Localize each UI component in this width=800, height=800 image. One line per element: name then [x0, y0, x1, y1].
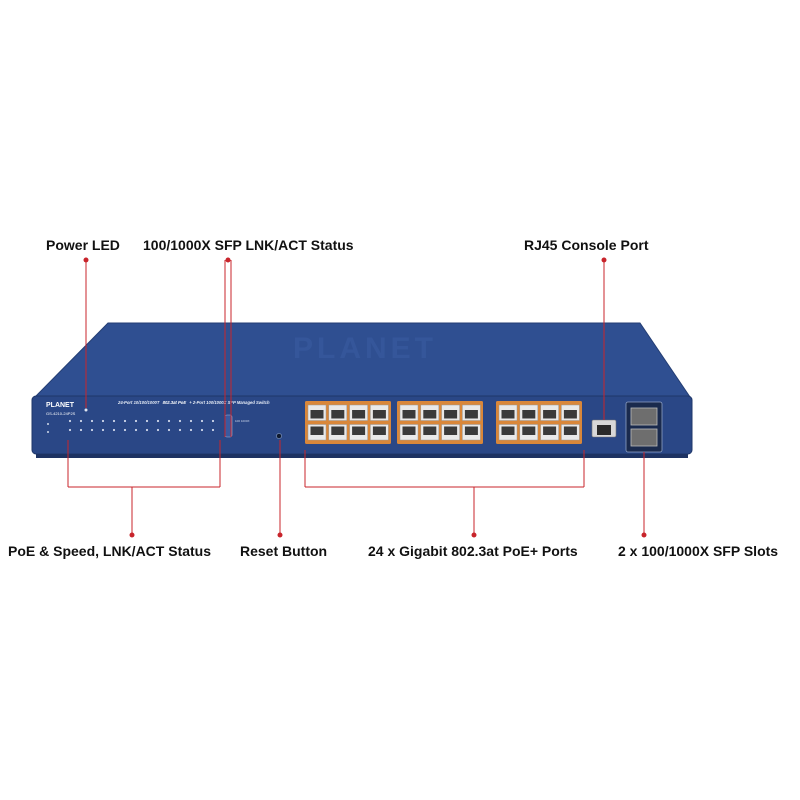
rj45-port-socket	[423, 410, 437, 419]
rj45-port-socket	[501, 410, 515, 419]
chassis-top	[35, 323, 690, 397]
sfp-slot-2[interactable]	[630, 428, 658, 447]
status-led	[79, 419, 83, 423]
status-led	[112, 419, 116, 423]
callout-lines	[67, 257, 647, 538]
rj45-port-socket	[522, 426, 536, 435]
callout-dot	[129, 532, 135, 538]
rj45-port-socket	[402, 410, 416, 419]
status-led	[200, 419, 204, 423]
port-group-frame	[397, 401, 483, 444]
model-number: GS-4210-24P2S	[46, 411, 76, 416]
led-legend-dot	[47, 423, 49, 425]
status-led	[178, 419, 182, 423]
console-port-socket	[597, 425, 611, 435]
rj45-port-socket	[352, 426, 366, 435]
status-led	[101, 428, 105, 432]
rj45-port-socket	[331, 410, 345, 419]
chassis-watermark: PLANET	[293, 332, 437, 365]
front-panel-labels: PLANET GS-4210-24P2S 24-Port 10/100/1000…	[46, 400, 270, 416]
label-sfp-status: 100/1000X SFP LNK/ACT Status	[143, 237, 354, 253]
status-led	[123, 419, 127, 423]
rj45-port-socket	[501, 426, 515, 435]
rj45-port-socket	[543, 410, 557, 419]
rj45-port-socket	[522, 410, 536, 419]
rj45-port-socket	[464, 426, 478, 435]
status-led-panel	[47, 408, 215, 433]
reset-button[interactable]	[276, 433, 282, 439]
status-led	[101, 419, 105, 423]
status-led	[189, 428, 193, 432]
rj45-port-socket	[372, 410, 386, 419]
label-sfp-slots: 2 x 100/1000X SFP Slots	[618, 543, 779, 559]
status-led	[68, 428, 72, 432]
status-led	[156, 428, 160, 432]
sfp-slot-cage	[625, 401, 663, 453]
status-led	[178, 428, 182, 432]
status-led	[145, 428, 149, 432]
chassis-bottom-edge	[36, 454, 688, 458]
led-legend-dot	[47, 431, 49, 433]
status-led	[134, 419, 138, 423]
port-group-frame	[305, 401, 391, 444]
callout-dot	[277, 532, 283, 538]
brand-logo: PLANET	[46, 402, 75, 409]
rj45-port-socket	[563, 426, 577, 435]
rj45-port-socket	[543, 426, 557, 435]
rj45-port-socket	[352, 410, 366, 419]
sfp-led-caption: 100 1000X	[235, 419, 250, 423]
rj45-port-socket	[444, 426, 458, 435]
status-led	[90, 428, 94, 432]
status-led	[156, 419, 160, 423]
sfp-slot-1[interactable]	[630, 407, 658, 426]
status-led	[211, 428, 215, 432]
label-reset-button: Reset Button	[240, 543, 328, 559]
callout-dot	[641, 532, 647, 538]
rj45-port-socket	[423, 426, 437, 435]
callout-dot	[471, 532, 477, 538]
rj45-port-socket	[444, 410, 458, 419]
status-led	[123, 428, 127, 432]
status-led	[112, 428, 116, 432]
label-console-port: RJ45 Console Port	[524, 237, 649, 253]
gigabit-port-array	[305, 401, 582, 444]
device-description: 24-Port 10/100/1000T 802.3at PoE + 2-Por…	[117, 400, 270, 405]
port-group-frame	[496, 401, 582, 444]
label-power-led: Power LED	[46, 237, 120, 253]
label-gigabit-ports: 24 x Gigabit 802.3at PoE+ Ports	[368, 543, 578, 559]
rj45-port-socket	[464, 410, 478, 419]
status-led	[189, 419, 193, 423]
rj45-port-socket	[331, 426, 345, 435]
callout-dot	[225, 257, 231, 263]
power-led	[84, 408, 88, 412]
rj45-port-socket	[372, 426, 386, 435]
label-poe-status: PoE & Speed, LNK/ACT Status	[8, 543, 212, 559]
status-led	[200, 428, 204, 432]
rj45-port-socket	[402, 426, 416, 435]
rj45-port-socket	[563, 410, 577, 419]
rj45-port-socket	[310, 426, 324, 435]
status-led	[167, 419, 171, 423]
status-led	[145, 419, 149, 423]
status-led	[79, 428, 83, 432]
status-led	[68, 419, 72, 423]
status-led	[211, 419, 215, 423]
rj45-port-socket	[310, 410, 324, 419]
status-led	[90, 419, 94, 423]
status-led	[167, 428, 171, 432]
status-led	[134, 428, 138, 432]
